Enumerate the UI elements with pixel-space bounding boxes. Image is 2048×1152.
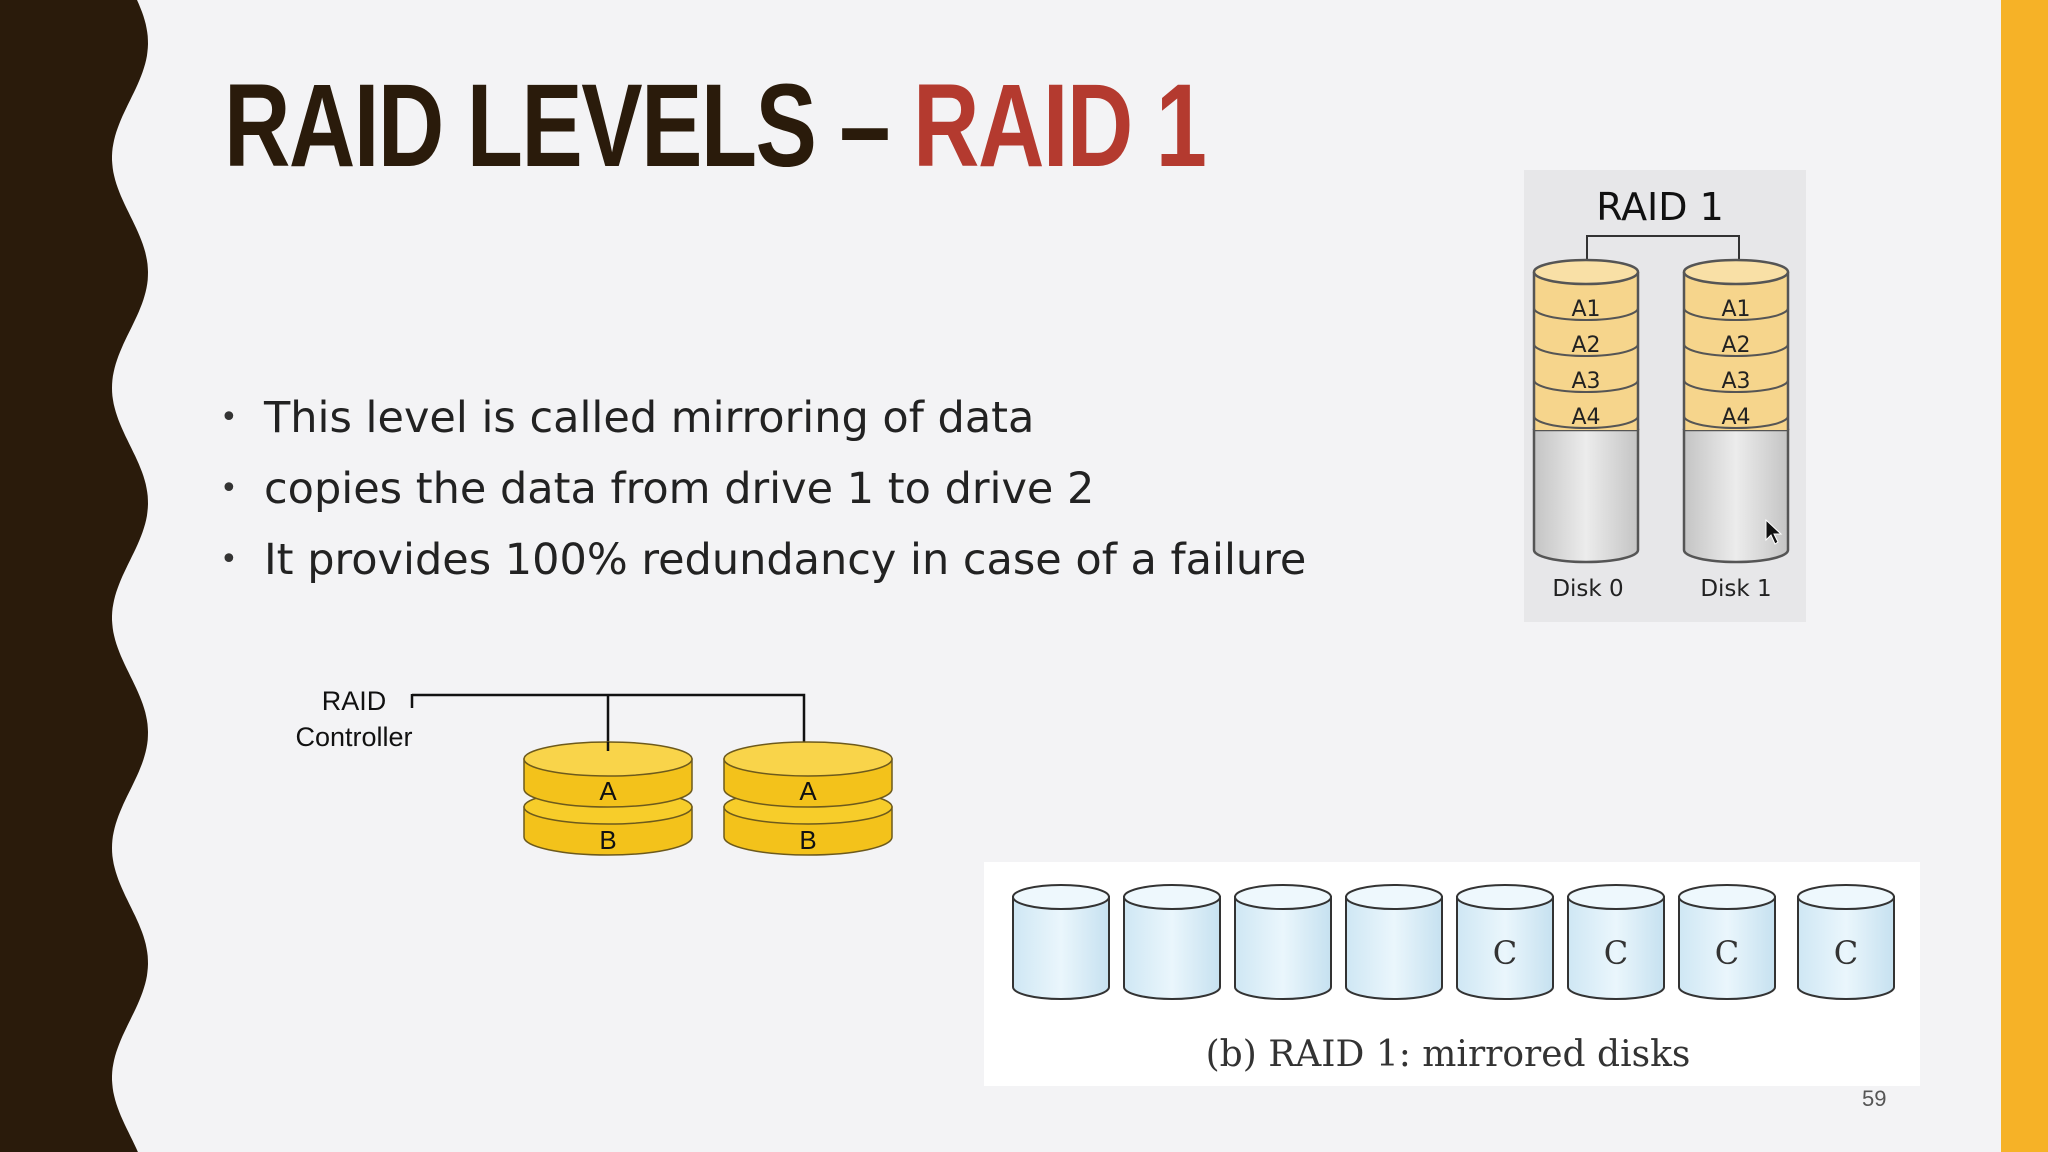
raid1-figure: RAID 1 A1 A2 A3 A4 (1524, 170, 1806, 622)
mirror-disk: C (1678, 884, 1776, 1000)
raid1-figure-title: RAID 1 (1596, 185, 1724, 229)
controller-label-line1: RAID (322, 690, 387, 716)
mirror-disk (1234, 884, 1332, 1000)
controller-disk-2: A B (723, 741, 893, 856)
mirror-disk-row: C C C C (1012, 884, 1895, 1000)
disk-block-label: B (599, 825, 616, 855)
page-number: 59 (1862, 1086, 1887, 1111)
mouse-cursor-icon (1765, 518, 1783, 545)
raid-controller-figure: RAID Controller A B A B (280, 690, 920, 870)
bullet-item: copies the data from drive 1 to drive 2 (220, 456, 1306, 527)
raid1-disk-0: A1 A2 A3 A4 (1532, 258, 1640, 564)
title-main: RAID LEVELS – (224, 60, 914, 192)
block-label: A4 (1721, 405, 1750, 430)
bullet-list: This level is called mirroring of data c… (220, 385, 1306, 598)
block-label: A4 (1571, 405, 1600, 430)
disk-label: Disk 0 (1552, 576, 1623, 602)
block-label: A2 (1721, 333, 1750, 358)
bullet-item: This level is called mirroring of data (220, 385, 1306, 456)
block-label: A1 (1721, 297, 1750, 322)
disk-block-label: A (599, 776, 617, 806)
raid-controller-svg: RAID Controller A B A B (295, 690, 893, 856)
block-label: A2 (1571, 333, 1600, 358)
right-accent-bar (2001, 0, 2048, 1152)
mirrored-disks-caption: (b) RAID 1: mirrored disks (1206, 1034, 1691, 1075)
controller-disk-1: A B (523, 741, 693, 856)
controller-label-line2: Controller (295, 722, 412, 752)
raid1-connector (1586, 235, 1740, 264)
mirror-disk-label: C (1604, 934, 1628, 972)
mirror-disk-label: C (1834, 934, 1858, 972)
mirror-disk (1345, 884, 1443, 1000)
mirror-disk: C (1567, 884, 1665, 1000)
disk-block-label: A (799, 776, 817, 806)
mirror-disk (1123, 884, 1221, 1000)
bullet-item: It provides 100% redundancy in case of a… (220, 527, 1306, 598)
title-accent: RAID 1 (913, 60, 1207, 192)
block-label: A3 (1721, 369, 1750, 394)
raid1-disk-1: A1 A2 A3 A4 (1682, 258, 1790, 564)
mirrored-disks-figure: C C C C (b) RAID 1: mirrored (984, 862, 1920, 1086)
raid1-figure-svg: RAID 1 A1 A2 A3 A4 (1532, 185, 1790, 602)
disk-label: Disk 1 (1700, 576, 1771, 602)
left-wave-band (0, 0, 148, 1152)
mirror-disk-label: C (1715, 934, 1739, 972)
block-label: A1 (1571, 297, 1600, 322)
controller-connector (412, 693, 806, 750)
mirror-disk (1012, 884, 1110, 1000)
mirror-disk: C (1456, 884, 1554, 1000)
disk-block-label: B (799, 825, 816, 855)
mirrored-disks-svg: C C C C (b) RAID 1: mirrored (1012, 884, 1895, 1075)
slide-title: RAID LEVELS – RAID 1 (224, 56, 1207, 196)
mirror-disk-label: C (1493, 934, 1517, 972)
block-label: A3 (1571, 369, 1600, 394)
mirror-disk: C (1797, 884, 1895, 1000)
